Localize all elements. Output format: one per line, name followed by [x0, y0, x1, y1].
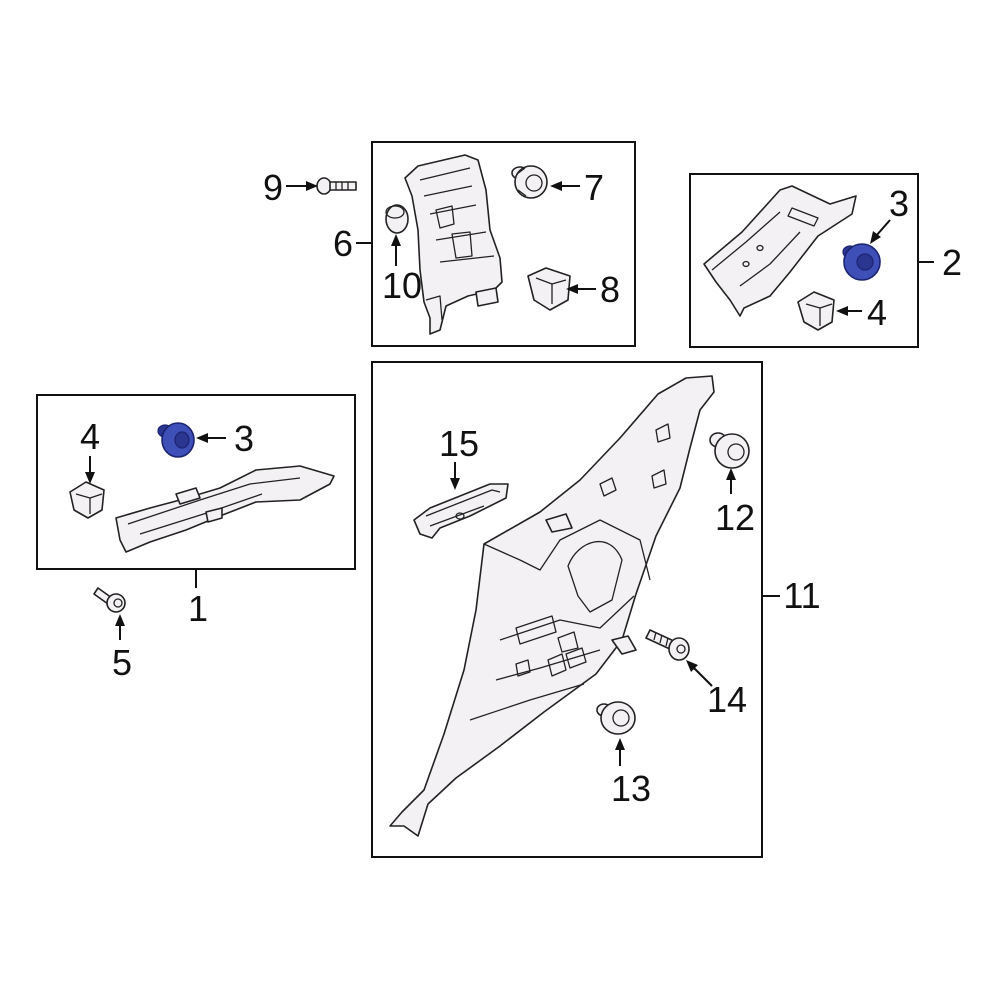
group-box-2-frame: [689, 173, 919, 348]
group-box-11-frame: [371, 361, 763, 858]
leader-14: [693, 667, 713, 687]
leader-lines: [85, 181, 934, 766]
callout-labels: 9 7 6 10 8 3 2 4 3 4 1 5 15 12 11 14 13: [80, 167, 962, 809]
group-box-11: [371, 361, 763, 858]
push-clip-part-12: [709, 432, 750, 469]
callout-2: 2: [942, 242, 962, 283]
group-box-6: [371, 141, 636, 347]
callout-13: 13: [611, 768, 651, 809]
arrowhead-3-left: [196, 433, 208, 443]
arrowhead-10: [391, 234, 401, 246]
screw-part-9: [316, 177, 357, 195]
arrowhead-8: [566, 284, 578, 294]
callout-6: 6: [333, 223, 353, 264]
pillar-panel-part-2: [703, 185, 857, 317]
callout-12: 12: [715, 497, 755, 538]
push-clip-highlight-left: [157, 422, 195, 458]
screw-part-14: [645, 629, 690, 661]
callout-9: 9: [263, 167, 283, 208]
leader-3-right: [875, 219, 891, 237]
callout-15: 15: [439, 423, 479, 464]
sill-trim-part-1: [115, 465, 335, 553]
group-box-2: [689, 173, 919, 348]
arrowhead-14: [686, 660, 698, 672]
retainer-clip-part-4-right: [797, 291, 835, 331]
arrowhead-3-right: [870, 231, 881, 244]
push-clip-highlight-right: [842, 243, 881, 281]
arrowhead-5: [115, 614, 125, 626]
callout-1: 1: [188, 588, 208, 629]
screw-part-5: [93, 587, 126, 613]
grommet-part-10: [385, 204, 409, 234]
arrowhead-4-right: [836, 306, 848, 316]
arrowhead-7: [550, 181, 562, 191]
retainer-clip-part-4-left: [69, 481, 105, 519]
arrowhead-4-left: [85, 472, 95, 484]
callout-3-left: 3: [234, 418, 254, 459]
callout-4-right: 4: [867, 292, 887, 333]
callout-3-right: 3: [889, 183, 909, 224]
pillar-trim-part: [404, 154, 503, 335]
arrowhead-12: [726, 468, 736, 480]
push-clip-part-7: [511, 165, 548, 199]
callout-10: 10: [382, 265, 422, 306]
push-clip-part-13: [596, 701, 636, 735]
arrowhead-15: [450, 478, 460, 490]
arrowhead-9: [306, 181, 318, 191]
callout-11: 11: [783, 575, 820, 616]
callout-8: 8: [600, 269, 620, 310]
handle-part-15: [413, 483, 509, 539]
callout-14: 14: [707, 679, 747, 720]
quarter-trim-panel-part-11: [389, 375, 715, 837]
callout-4-left: 4: [80, 416, 100, 457]
callout-7: 7: [584, 167, 604, 208]
arrowhead-13: [615, 738, 625, 750]
retainer-clip-part-8: [527, 267, 571, 311]
callout-5: 5: [112, 642, 132, 683]
